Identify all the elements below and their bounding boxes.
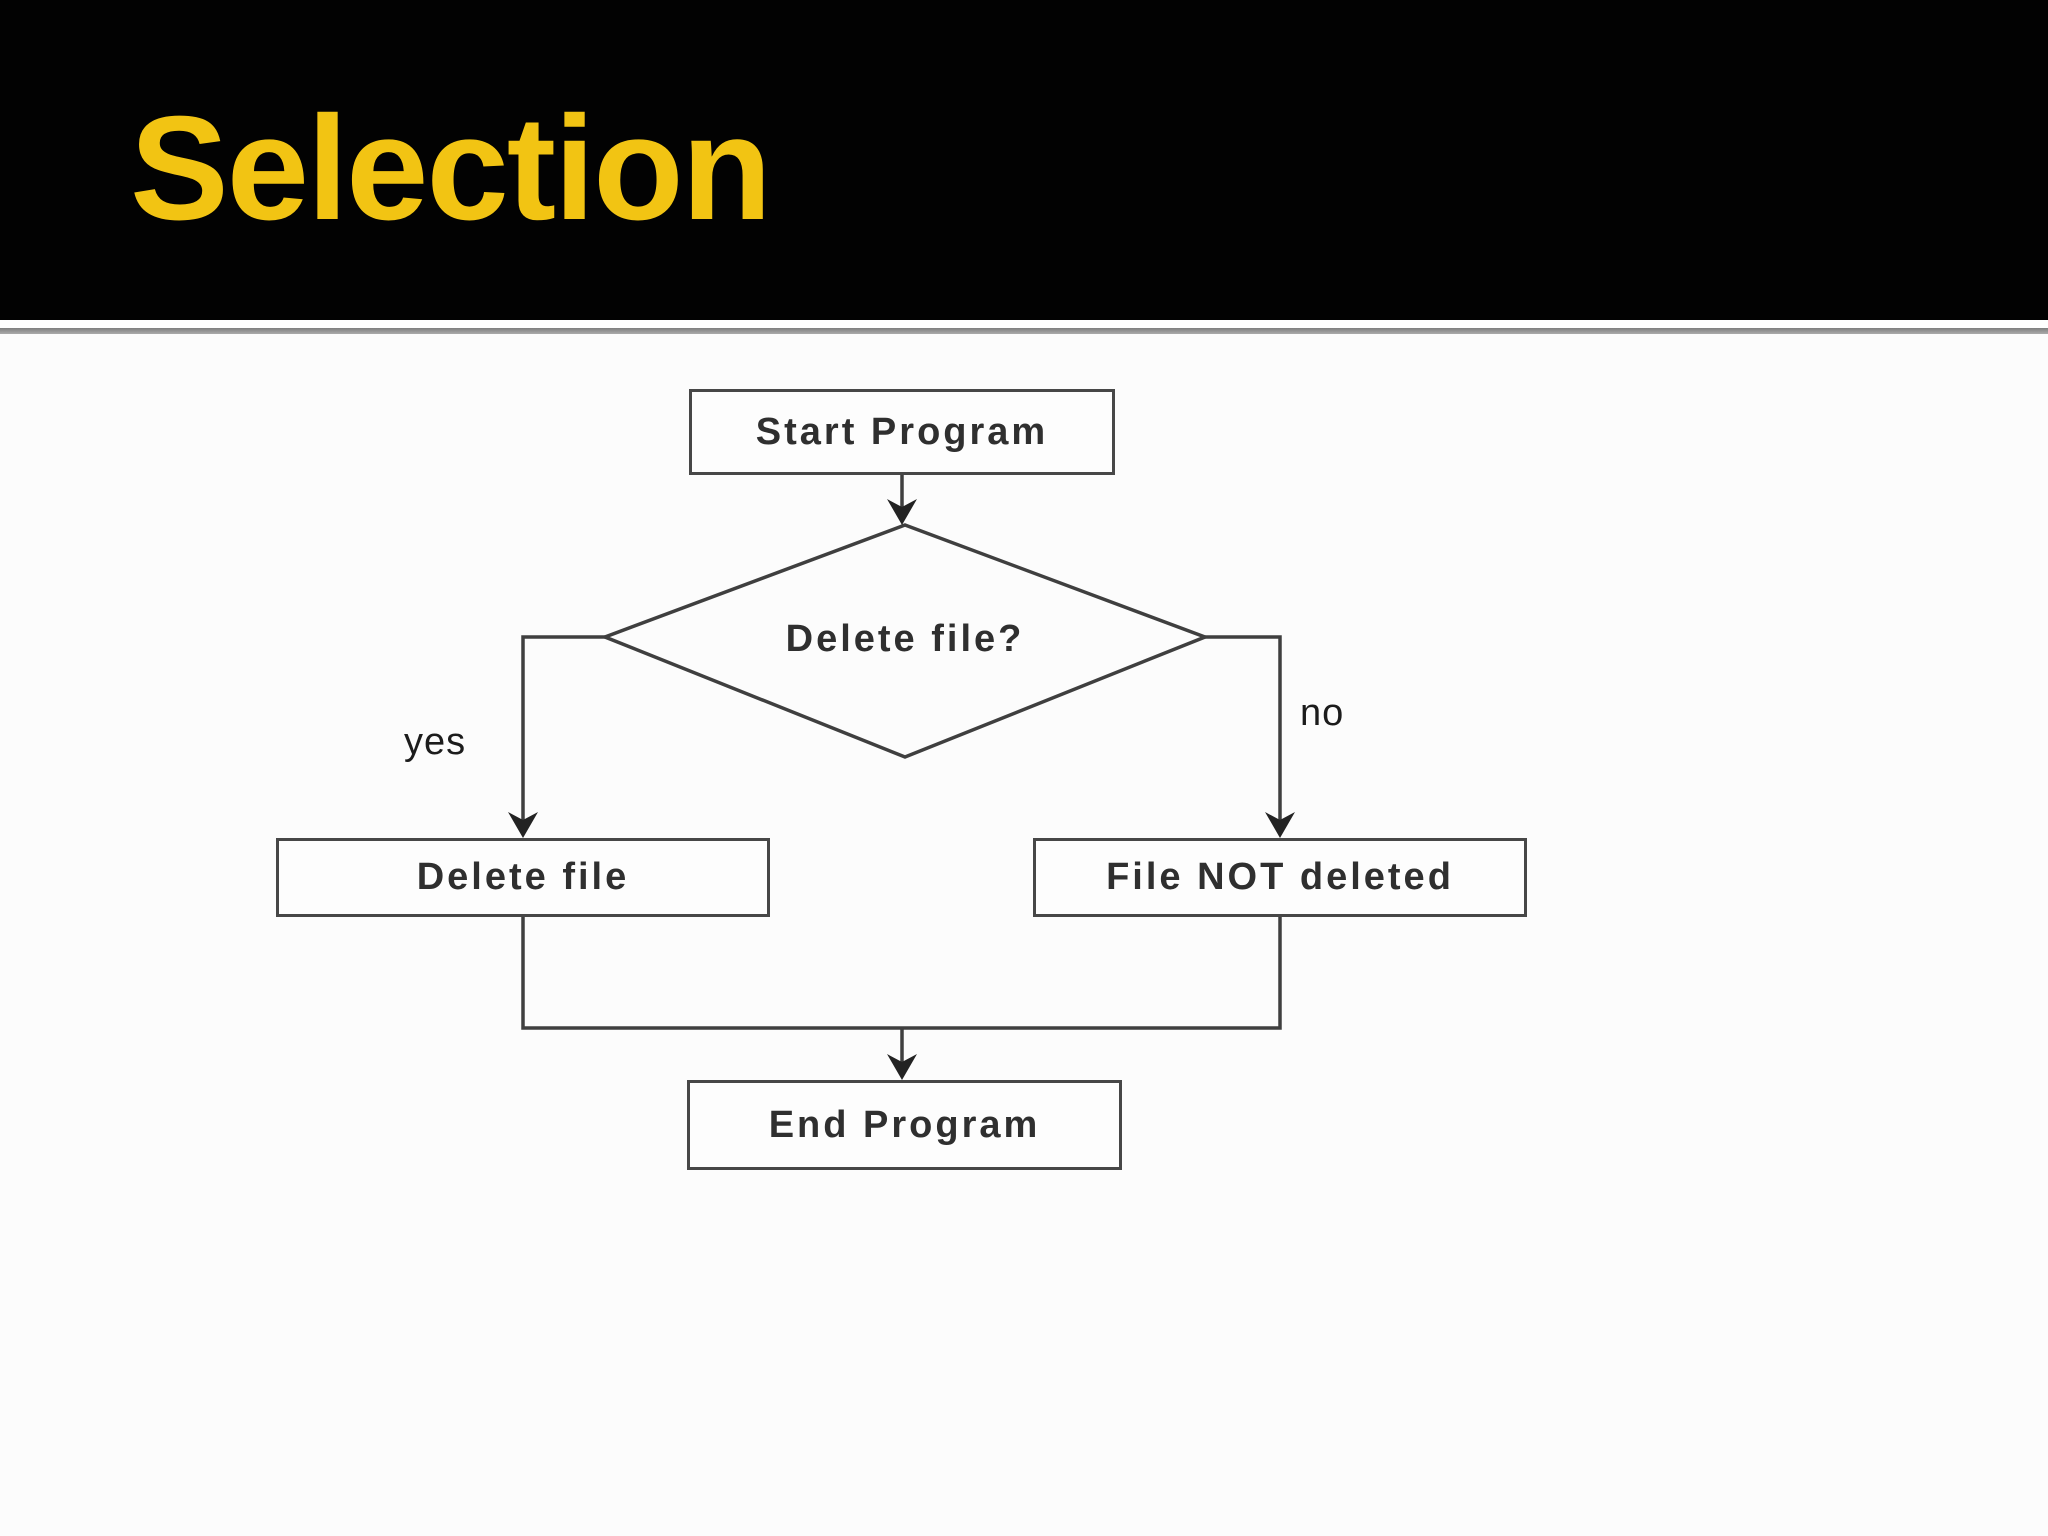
slide-header: Selection — [0, 0, 2048, 320]
page-title: Selection — [130, 86, 772, 251]
node-delete-file-label: Delete file — [416, 856, 630, 898]
header-gap — [0, 320, 2048, 328]
node-start-program: Start Program — [689, 389, 1115, 475]
edge-label-no: no — [1300, 692, 1345, 734]
arrowhead-into-decision-icon — [887, 499, 917, 525]
node-start-program-label: Start Program — [755, 410, 1049, 453]
arrowhead-into-end-icon — [887, 1054, 917, 1080]
node-delete-file: Delete file — [276, 838, 770, 917]
connector-merge — [521, 917, 1282, 1030]
connector-no-branch — [1205, 635, 1282, 825]
decision-diamond-shape — [600, 523, 1210, 759]
edge-label-yes: yes — [404, 721, 467, 763]
connector-yes-branch — [521, 635, 605, 825]
node-file-not-deleted-label: File NOT deleted — [1106, 856, 1454, 898]
header-separator — [0, 328, 2048, 334]
arrowhead-into-notdeleted-icon — [1265, 812, 1295, 838]
node-end-program: End Program — [687, 1080, 1122, 1170]
node-file-not-deleted: File NOT deleted — [1033, 838, 1527, 917]
node-decision-label: Delete file? — [785, 618, 1025, 660]
arrowhead-into-delete-icon — [508, 812, 538, 838]
node-end-program-label: End Program — [768, 1103, 1041, 1146]
